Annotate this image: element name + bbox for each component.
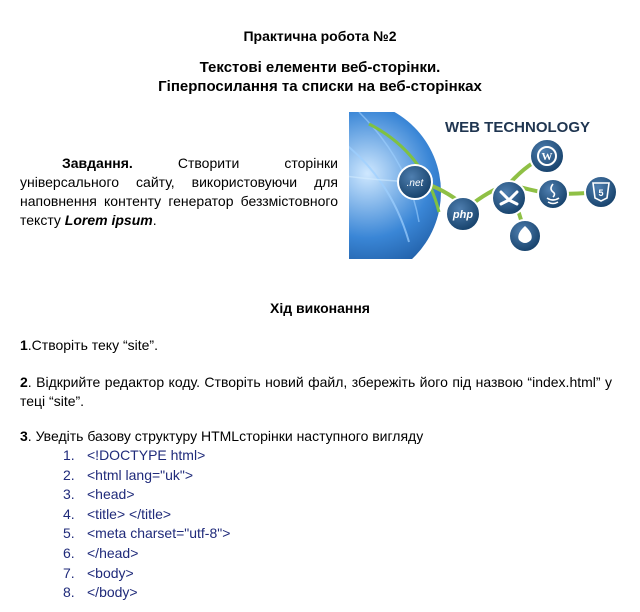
page-subtitle: Текстові елементи веб-сторінки. Гіперпос… [0,58,640,96]
joomla-icon [491,180,527,216]
php-icon: php [445,196,481,232]
code-line: 7.<body> [63,564,134,581]
svg-text:.net: .net [407,178,425,189]
drupal-icon [508,219,542,253]
dotnet-icon: .net [397,164,433,200]
code-line: 5.<meta charset="utf-8"> [63,525,231,542]
task-label: Завдання. [62,155,133,171]
code-line: 3.<head> [63,486,135,503]
banner-heading: WEB TECHNOLOGY [445,119,590,136]
code-line: 1.<!DOCTYPE html> [63,447,206,463]
svg-text:W: W [542,151,553,163]
code-line: 6.</head> [63,544,139,561]
step-2: 2. Відкрийте редактор коду. Створіть нов… [20,374,612,409]
page-title: Практична робота №2 [243,28,397,44]
task-text: Створити сторінки універсального сайту, … [20,155,338,228]
section-title: Хід виконання [270,300,370,316]
lorem-ipsum-text: Lorem ipsum [64,212,153,228]
html5-icon: 5 [584,175,618,209]
code-listing: 1.<!DOCTYPE html> 2.<html lang="uk"> 3.<… [63,446,230,603]
wordpress-icon: W [529,138,565,174]
code-line: 4.<title> </title> [63,505,172,522]
code-line: 8.</body> [63,584,138,601]
svg-text:5: 5 [598,188,603,198]
web-technology-banner: WEB TECHNOLOGY .net php W 5 [349,112,625,259]
code-line: 2.<html lang="uk"> [63,466,194,483]
svg-text:php: php [452,209,473,221]
web-technology-illustration: WEB TECHNOLOGY .net php W 5 [349,112,618,259]
java-icon [537,178,569,210]
task-paragraph: Завдання. Створити сторінки універсально… [20,155,338,228]
step-3: 3. Уведіть базову структуру HTMLсторінки… [20,428,424,444]
globe-icon [349,112,441,259]
step-1: 1.Створіть теку “site”. [20,337,158,353]
subtitle-line-2: Гіперпосилання та списки на веб-сторінка… [158,78,482,95]
subtitle-line-1: Текстові елементи веб-сторінки. [199,59,441,76]
